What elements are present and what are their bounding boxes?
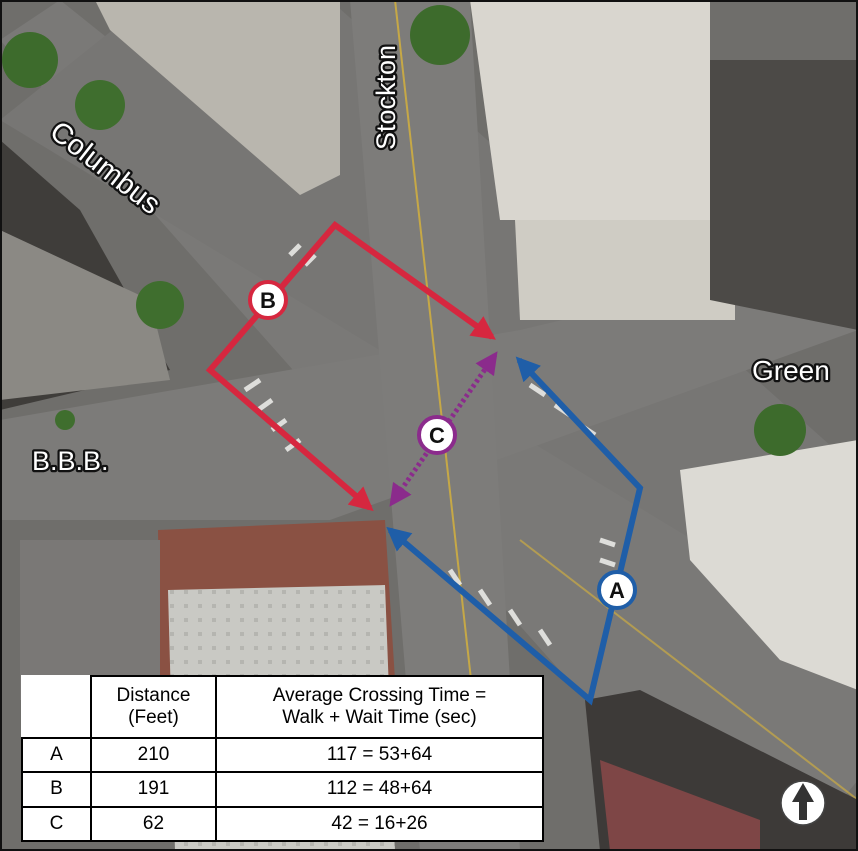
- header-time-line1: Average Crossing Time =: [272, 685, 487, 706]
- header-time-line2: Walk + Wait Time (sec): [282, 707, 477, 728]
- route-marker-b: B: [248, 280, 288, 320]
- street-label-stockton: Stockton: [371, 45, 401, 150]
- svg-text:C: C: [429, 423, 445, 448]
- table-row: B 191 112 = 48+64: [21, 771, 544, 808]
- building-north-east: [470, 0, 710, 220]
- row-distance: 62: [90, 805, 217, 843]
- row-label: C: [21, 805, 92, 843]
- header-distance-line2: (Feet): [128, 707, 179, 728]
- crossing-time-table-container: Distance (Feet) Average Crossing Time = …: [21, 675, 544, 843]
- table-corner-cell: [22, 676, 92, 739]
- building-east: [710, 60, 858, 330]
- row-distance: 210: [90, 736, 217, 774]
- street-label-green: Green: [752, 355, 830, 386]
- svg-text:B: B: [260, 288, 276, 313]
- table-row: A 210 117 = 53+64: [21, 736, 544, 774]
- table-row: C 62 42 = 16+26: [21, 805, 544, 843]
- header-crossing-time: Average Crossing Time = Walk + Wait Time…: [215, 675, 544, 739]
- building-north-west: [95, 0, 340, 195]
- row-crossing-time: 42 = 16+26: [215, 805, 544, 843]
- row-crossing-time: 117 = 53+64: [215, 736, 544, 774]
- building-south-east: [680, 440, 858, 690]
- street-label-bbb: B.B.B.: [32, 446, 109, 476]
- row-crossing-time: 112 = 48+64: [215, 771, 544, 808]
- route-marker-c: C: [417, 415, 457, 455]
- header-distance: Distance (Feet): [90, 675, 217, 739]
- svg-text:A: A: [609, 578, 625, 603]
- row-distance: 191: [90, 771, 217, 808]
- header-distance-line1: Distance: [116, 685, 191, 706]
- north-arrow-icon: [780, 780, 826, 826]
- route-marker-a: A: [597, 570, 637, 610]
- table-header-row: Distance (Feet) Average Crossing Time = …: [22, 675, 544, 739]
- row-label: A: [21, 736, 92, 774]
- crossing-time-table: Distance (Feet) Average Crossing Time = …: [21, 675, 544, 843]
- row-label: B: [21, 771, 92, 808]
